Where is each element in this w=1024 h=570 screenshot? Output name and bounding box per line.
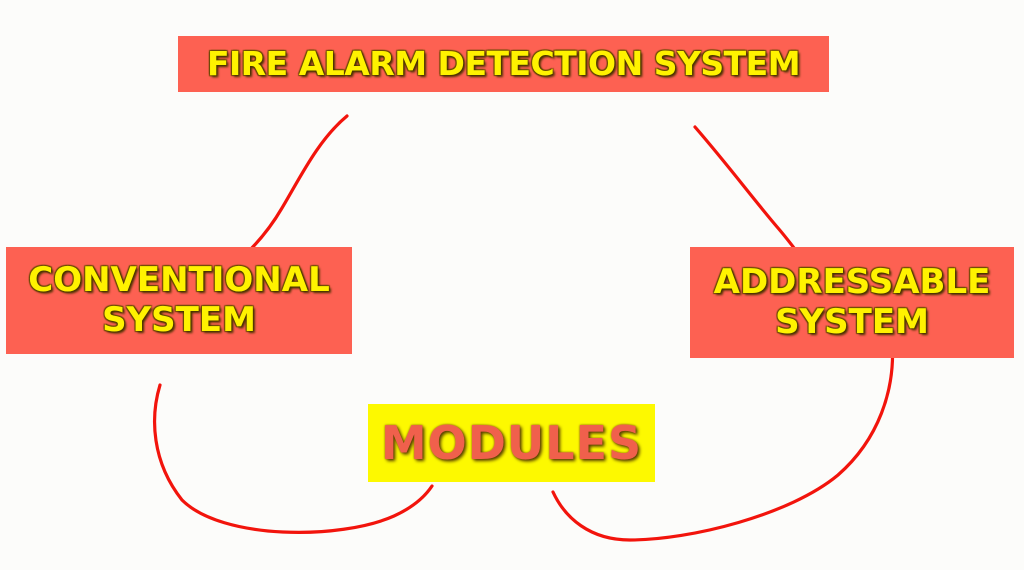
addressable-system-label-line2: SYSTEM	[775, 301, 929, 342]
connector-title-to-addressable	[693, 125, 810, 268]
connector-title-to-conventional	[228, 114, 349, 270]
modules-label: MODULES	[380, 415, 643, 470]
connector-addressable-to-modules	[551, 338, 895, 542]
addressable-system-box: ADDRESSABLE SYSTEM	[690, 247, 1014, 358]
fire-alarm-detection-system-label: FIRE ALARM DETECTION SYSTEM	[206, 44, 801, 84]
conventional-system-label-line2: SYSTEM	[102, 299, 256, 340]
modules-box: MODULES	[368, 404, 655, 482]
conventional-system-box: CONVENTIONAL SYSTEM	[6, 247, 352, 354]
addressable-system-label-line1: ADDRESSABLE	[713, 262, 991, 303]
conventional-system-label-line1: CONVENTIONAL	[28, 260, 330, 301]
connector-conventional-to-modules	[152, 383, 434, 534]
fire-alarm-detection-system-box: FIRE ALARM DETECTION SYSTEM	[178, 36, 829, 92]
